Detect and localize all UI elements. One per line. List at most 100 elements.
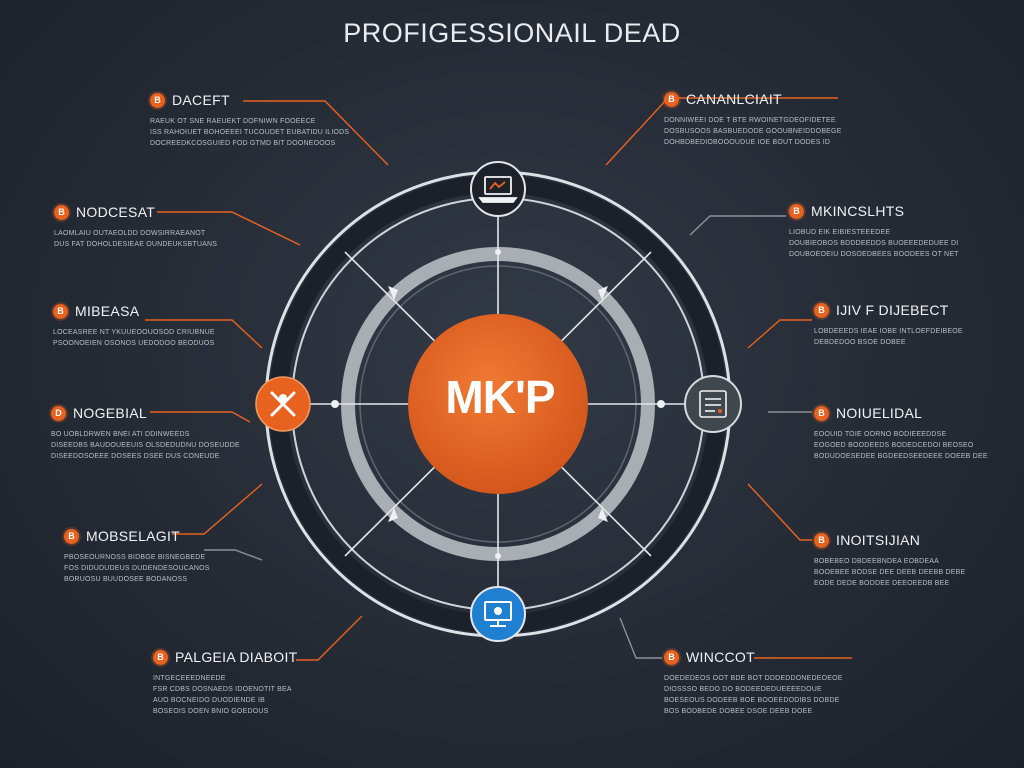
description-line: DEBDEDOO BSOE DOBEE <box>814 339 906 346</box>
label-head: B PALGEIA DIABOIT <box>153 647 338 667</box>
label-block: D NOGEBIAL BO UOBLDRWEN BNEI ATI DDINWEEDS… <box>51 403 240 462</box>
label-description: BOBEBEO DBDEEBNDEA EOBDEAA BOOEBEE BODSE … <box>814 556 999 589</box>
label-head: B NODCESAT <box>54 202 239 222</box>
description-line: DUS FAT DOHOLDESIEAE OUNDEUKSBTUANS <box>54 241 218 248</box>
description-line: BOBEBEO DBDEEBNDEA EOBDEAA <box>814 558 940 565</box>
label-description: LAOMLAIU OUTAEOLDD DOWSIRRAEANOT DUS FAT … <box>54 228 239 250</box>
description-line: BORUOSU BUUDOSEE BODANOSS <box>64 576 188 583</box>
label-title: NOGEBIAL <box>73 405 147 421</box>
node-right[interactable] <box>684 375 742 433</box>
description-line: DOUBIEOBOS BDDDEEDDS BUOEEEDEDUEE DI <box>789 240 959 247</box>
description-line: DOUBOEOEIU DOSOEDBEES BOODEES OT NET <box>789 251 959 258</box>
description-line: DOCREEDKCOSGUIED FOD GTMD BIT DOONEOOOS <box>150 140 336 147</box>
description-line: DOEDEDEOS OOT BDE BOT DDDEDDONEDEOEOE <box>664 675 843 682</box>
description-line: DISEEDOSOEEE DOSEES DSEE DUS CONEUDE <box>51 453 220 460</box>
description-line: BO UOBLDRWEN BNEI ATI DDINWEEDS <box>51 431 190 438</box>
label-title: INOITSIJIAN <box>836 532 921 548</box>
description-line: LIOBUD EIK EIBIESTEEEDEE <box>789 229 891 236</box>
spoke-markers <box>331 249 665 559</box>
label-description: DOEDEDEOS OOT BDE BOT DDDEDDONEDEOEOE DIO… <box>664 673 849 717</box>
description-line: DOHBDBEDIOBOOOUDUE IOE BOUT DODES ID <box>664 139 831 146</box>
label-badge: B <box>150 92 165 108</box>
label-head: B MOBSELAGIT <box>64 526 249 546</box>
label-badge: B <box>53 303 68 319</box>
monitor-icon <box>484 601 512 627</box>
label-description: LIOBUD EIK EIBIESTEEEDEE DOUBIEOBOS BDDDE… <box>789 227 974 260</box>
label-head: B CANANLCIAIT <box>664 89 849 109</box>
label-badge: B <box>54 204 69 220</box>
label-block: B NODCESAT LAOMLAIU OUTAEOLDD DOWSIRRAEANO… <box>54 202 239 250</box>
label-badge: B <box>153 649 168 665</box>
label-title: CANANLCIAIT <box>686 91 782 107</box>
description-line: EOOUID TOIE OORNO BODIEEEDDSE <box>814 431 947 438</box>
label-head: B MKINCSLHTS <box>789 201 974 221</box>
description-line: PBOSEOURNOSS BIDBGE BISNEGBEDE <box>64 554 206 561</box>
description-line: EODE DEDE BODDEE DEEOEEDB BEE <box>814 580 950 587</box>
description-line: DOSBUSOOS BASBUEDODE GOOUBNEIDDOBEGE <box>664 128 842 135</box>
description-line: FOS DIDUDUDEUS DUDENDESOUCANOS <box>64 565 210 572</box>
description-line: RAEUK OT SNE RAEUEKT DOFNIWN FOOEECE <box>150 118 316 125</box>
description-line: BODUDOESEDEE BGDEEDSEEDEEE DOEEB DEE <box>814 453 988 460</box>
label-block: B MIBEASA LOCEASREE NT YKUUEOOUOSOD CRIUBN… <box>53 301 238 349</box>
description-line: DONNIWEEI DOE T BTE RWOINETGDEOFIDETEE <box>664 117 836 124</box>
label-badge: D <box>51 405 66 421</box>
label-block: B MOBSELAGIT PBOSEOURNOSS BIDBGE BISNEGBED… <box>64 526 249 585</box>
label-title: MOBSELAGIT <box>86 528 181 544</box>
laptop-icon <box>478 176 518 203</box>
label-badge: B <box>814 405 829 421</box>
label-badge: B <box>814 302 829 318</box>
description-line: DISEEDBS BAUDOUEEUIS OLSDEDUDNU DOSEUDDE <box>51 442 240 449</box>
description-line: AUO BOCNEIDO DUODIENDE IB <box>153 697 265 704</box>
label-title: MKINCSLHTS <box>811 203 905 219</box>
description-line: BOS BODBEDE DOBEE DSOE DEEB DOEE <box>664 708 813 715</box>
description-line: ISS RAHOIUET BOHOEEEI TUCOUDET EUBATIDU … <box>150 129 350 136</box>
label-block: B WINCCOT DOEDEDEOS OOT BDE BOT DDDEDDONED… <box>664 647 849 717</box>
label-block: B MKINCSLHTS LIOBUD EIK EIBIESTEEEDEE DOUBI… <box>789 201 974 260</box>
label-block: B DACEFT RAEUK OT SNE RAEUEKT DOFNIWN FOOE… <box>150 90 350 149</box>
connector-lines <box>145 97 852 661</box>
description-line: LOCEASREE NT YKUUEOOUOSOD CRIUBNUE <box>53 329 215 336</box>
label-badge: B <box>789 203 804 219</box>
label-block: B NOIUELIDAL EOOUID TOIE OORNO BODIEEEDDSE… <box>814 403 999 462</box>
label-badge: B <box>64 528 79 544</box>
label-description: RAEUK OT SNE RAEUEKT DOFNIWN FOOEECE ISS … <box>150 116 350 149</box>
description-line: LAOMLAIU OUTAEOLDD DOWSIRRAEANOT <box>54 230 206 237</box>
label-description: BO UOBLDRWEN BNEI ATI DDINWEEDS DISEEDBS … <box>51 429 240 462</box>
label-title: NOIUELIDAL <box>836 405 923 421</box>
label-head: D NOGEBIAL <box>51 403 236 423</box>
label-title: DACEFT <box>172 92 230 108</box>
label-title: WINCCOT <box>686 649 755 665</box>
hub-circle <box>408 314 588 494</box>
label-badge: B <box>814 532 829 548</box>
description-line: FSR CDBS DOSNAEDS IDOENOTIT BEA <box>153 686 292 693</box>
description-line: DIOSSSO BEDO DO BODEEDEDUEEEEDOUE <box>664 686 822 693</box>
label-badge: B <box>664 649 679 665</box>
node-top[interactable] <box>470 161 526 217</box>
label-description: EOOUID TOIE OORNO BODIEEEDDSE EOGOED BOOD… <box>814 429 999 462</box>
label-title: MIBEASA <box>75 303 140 319</box>
label-head: B INOITSIJIAN <box>814 530 999 550</box>
label-badge: B <box>664 91 679 107</box>
label-head: B MIBEASA <box>53 301 238 321</box>
label-block: B CANANLCIAIT DONNIWEEI DOE T BTE RWOINETG… <box>664 89 849 148</box>
description-line: BOOEBEE BODSE DEE DEEB DEEBB DEBE <box>814 569 966 576</box>
label-head: B WINCCOT <box>664 647 849 667</box>
label-head: B NOIUELIDAL <box>814 403 999 423</box>
label-title: NODCESAT <box>76 204 156 220</box>
description-line: INTGECEEEDNEEDE <box>153 675 226 682</box>
label-title: PALGEIA DIABOIT <box>175 649 298 665</box>
label-description: INTGECEEEDNEEDE FSR CDBS DOSNAEDS IDOENOT… <box>153 673 338 717</box>
description-line: EOGOED BOODEEDS BODEDCEDOI BEOSEO <box>814 442 974 449</box>
label-description: DONNIWEEI DOE T BTE RWOINETGDEOFIDETEE DO… <box>664 115 849 148</box>
hub-label: MK'P <box>445 371 555 423</box>
page-title: PROFIGESSIONAIL DEAD <box>343 18 681 48</box>
document-icon <box>699 390 727 418</box>
label-block: B PALGEIA DIABOIT INTGECEEEDNEEDE FSR CDBS … <box>153 647 338 717</box>
description-line: BOSEOIS DOEN BNIO GOEDOUS <box>153 708 269 715</box>
